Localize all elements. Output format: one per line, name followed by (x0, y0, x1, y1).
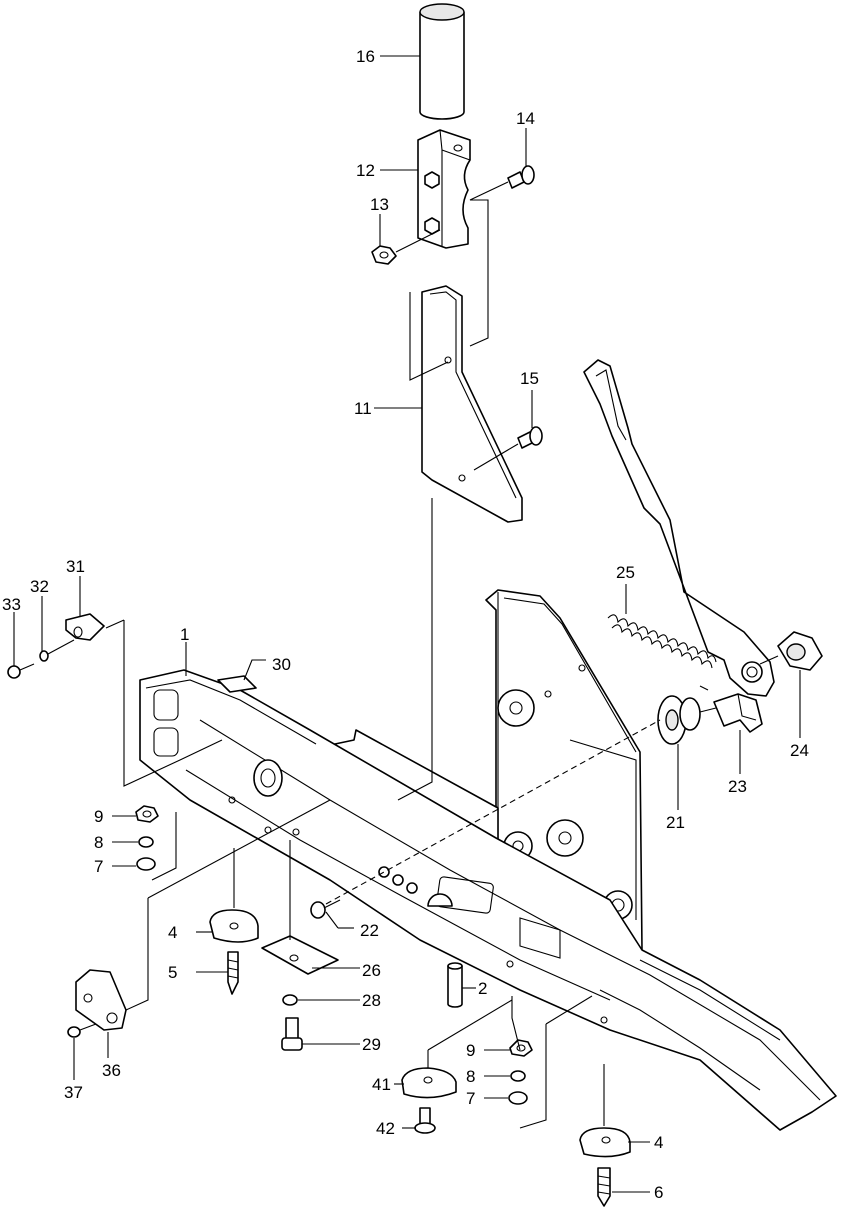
callout-13: 13 (370, 195, 389, 214)
part-6-bolt (598, 1168, 610, 1206)
callout-4-right: 4 (654, 1133, 663, 1152)
callout-9-right: 9 (466, 1041, 475, 1060)
callout-23: 23 (728, 777, 747, 796)
part-21-roller (658, 696, 716, 744)
part-12-clamp-block (418, 130, 470, 248)
callout-8-left: 8 (94, 833, 103, 852)
callout-28: 28 (362, 991, 381, 1010)
callout-8-right: 8 (466, 1067, 475, 1086)
part-22-screw (311, 900, 340, 918)
callout-24: 24 (790, 741, 809, 760)
callout-2: 2 (478, 979, 487, 998)
callout-22: 22 (360, 921, 379, 940)
part-30-label (218, 660, 266, 692)
part-7-washer-upper (137, 858, 155, 870)
callout-7-right: 7 (466, 1089, 475, 1108)
callout-16: 16 (356, 47, 375, 66)
part-8-washer-lower (511, 1071, 525, 1081)
part-9-nut-upper (136, 806, 158, 822)
callout-1: 1 (180, 625, 189, 644)
callout-32: 32 (30, 577, 49, 596)
part-41-pad (402, 1068, 456, 1098)
callout-6: 6 (654, 1183, 663, 1202)
part-42-screw (415, 1108, 435, 1133)
part-37-screw (68, 1024, 96, 1037)
part-29-screw (282, 1018, 302, 1050)
callout-15: 15 (520, 369, 539, 388)
callout-5: 5 (168, 963, 177, 982)
callout-26: 26 (362, 961, 381, 980)
callout-21: 21 (666, 813, 685, 832)
part-16-sleeve (420, 4, 464, 119)
callout-37: 37 (64, 1083, 83, 1102)
part-13-nut (372, 230, 440, 264)
callout-4-left: 4 (168, 923, 177, 942)
part-7-washer-lower (509, 1092, 527, 1104)
part-4-pad-left (210, 910, 258, 942)
part-36-bracket (76, 970, 126, 1030)
part-11-bracket (410, 286, 522, 522)
part-4-pad-right (580, 1128, 630, 1157)
part-23-pawl (714, 694, 762, 732)
callout-42: 42 (376, 1119, 395, 1138)
part-28-washer (283, 995, 297, 1005)
part-2-pin (448, 963, 462, 1007)
callout-36: 36 (102, 1061, 121, 1080)
part-31-bracket (66, 614, 104, 640)
part-8-washer-upper (139, 837, 153, 847)
part-14-screw (470, 166, 534, 346)
callout-14: 14 (516, 109, 535, 128)
callout-7-left: 7 (94, 857, 103, 876)
callout-31: 31 (66, 557, 85, 576)
callout-29: 29 (362, 1035, 381, 1054)
part-9-nut-lower (510, 1040, 532, 1056)
part-5-bolt (228, 952, 238, 994)
callout-33: 33 (2, 595, 21, 614)
part-32-washer (40, 651, 48, 661)
callout-9-left: 9 (94, 807, 103, 826)
callout-12: 12 (356, 161, 375, 180)
callout-11: 11 (354, 399, 372, 418)
callout-30: 30 (272, 655, 291, 674)
callout-25: 25 (616, 563, 635, 582)
callout-41: 41 (372, 1075, 391, 1094)
